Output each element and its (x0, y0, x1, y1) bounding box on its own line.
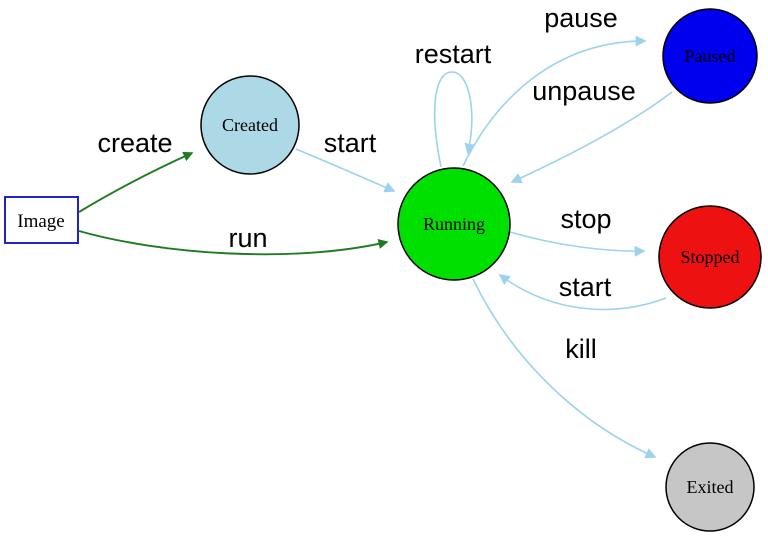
created-node-label: Created (222, 115, 278, 135)
edge-label-stop: stop (560, 204, 611, 234)
edge-label-unpause: unpause (532, 76, 636, 106)
exited-node-circle (665, 442, 755, 532)
edge-unpause (510, 91, 673, 184)
edge-restart-loop (433, 71, 476, 168)
edge-kill (472, 278, 657, 459)
edge-label-run: run (228, 223, 267, 253)
nodes: Image Created Running Paused Stopped Exi (4, 8, 762, 532)
edge-label-start-again: start (559, 272, 612, 302)
stopped-node-circle (658, 205, 762, 309)
node-stopped: Stopped (658, 205, 762, 309)
paused-node-circle (662, 8, 758, 104)
edge-create (78, 151, 194, 213)
created-node-circle (200, 75, 300, 175)
edge-pause (462, 35, 647, 167)
image-node-label: Image (17, 211, 64, 232)
node-running: Running (397, 167, 511, 281)
node-created: Created (200, 75, 300, 175)
image-node-box (4, 196, 79, 244)
edge-label-pause: pause (544, 3, 618, 33)
node-paused: Paused (662, 8, 758, 104)
edge-label-start: start (324, 128, 377, 158)
edge-start (295, 148, 396, 193)
running-node-label: Running (423, 214, 485, 234)
node-image: Image (4, 196, 79, 244)
edge-label-create: create (97, 128, 172, 158)
edge-label-kill: kill (565, 334, 597, 364)
edges (78, 35, 673, 459)
edge-run (78, 230, 389, 256)
edge-stop (509, 231, 646, 257)
edge-label-restart: restart (415, 39, 492, 69)
running-node-circle (397, 167, 511, 281)
exited-node-label: Exited (687, 477, 734, 497)
edge-labels: create run start restart pause unpause s… (97, 3, 635, 364)
edge-start-again (498, 274, 667, 311)
paused-node-label: Paused (685, 46, 736, 66)
node-exited: Exited (665, 442, 755, 532)
stopped-node-label: Stopped (680, 247, 739, 267)
